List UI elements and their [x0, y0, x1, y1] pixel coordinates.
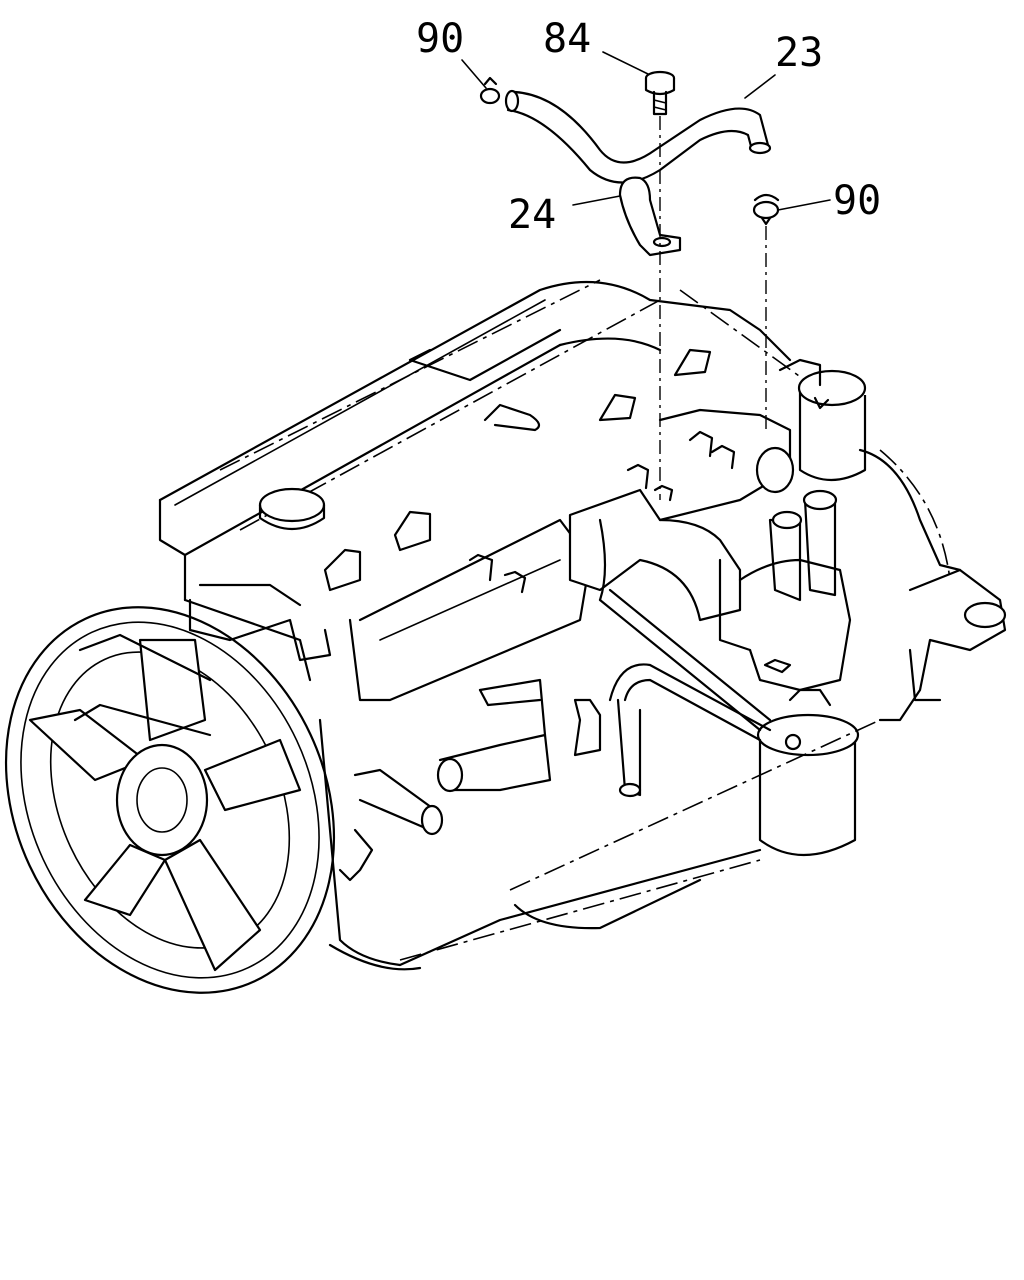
bolt-part-84 — [644, 70, 676, 116]
callout-90-top: 90 — [416, 16, 464, 62]
callout-90-right: 90 — [833, 178, 881, 224]
hose-clip-part-90-top — [479, 76, 501, 105]
engine-assembly — [158, 279, 1007, 971]
cooling-fan — [4, 606, 336, 994]
clamp-part-24 — [618, 176, 682, 257]
callout-24: 24 — [508, 192, 556, 238]
hose-part-23 — [504, 89, 772, 184]
leader-lines — [461, 51, 831, 211]
callout-84: 84 — [543, 16, 591, 62]
hose-clip-part-90-right — [752, 193, 780, 226]
callout-23: 23 — [775, 30, 823, 76]
callout-labels: 90 84 23 24 90 — [416, 16, 881, 238]
assembly-centerlines — [659, 116, 767, 500]
